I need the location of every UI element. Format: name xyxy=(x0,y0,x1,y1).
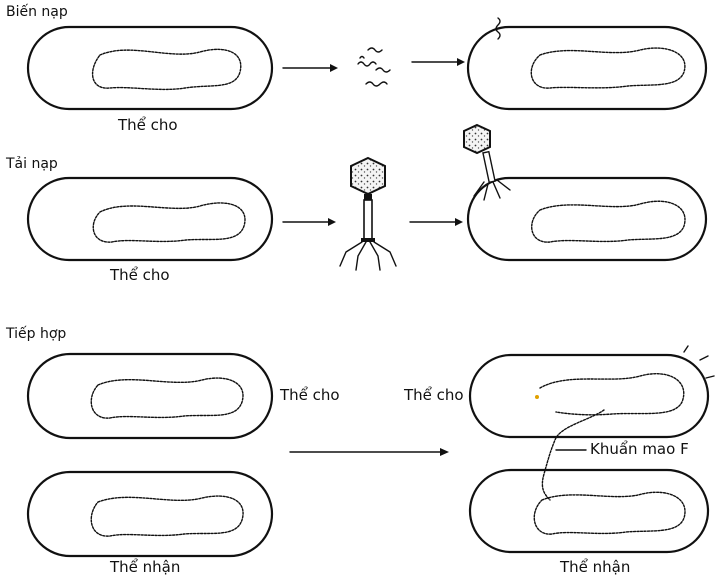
arrow-transformation-1 xyxy=(283,64,338,72)
chromosome-donor-conjugation-right xyxy=(540,374,684,415)
donor-label-conjugation-right: Thể cho xyxy=(404,386,464,404)
donor-cell-conjugation-left xyxy=(28,354,272,438)
section-title-conjugation: Tiếp hợp xyxy=(6,326,66,342)
recipient-cell-conjugation-right xyxy=(470,470,708,552)
recipient-cell-transformation xyxy=(468,27,706,109)
chromosome-donor-transduction xyxy=(93,203,245,242)
arrow-conjugation xyxy=(290,448,449,456)
donor-cell-transduction xyxy=(28,178,272,260)
pilus-label: Khuẩn mao F xyxy=(590,440,689,458)
arrow-transformation-2 xyxy=(412,58,465,66)
chromosome-donor-conjugation-left xyxy=(91,378,243,418)
section-title-transformation: Biến nạp xyxy=(6,4,68,20)
donor-label-transduction: Thể cho xyxy=(110,266,170,284)
attached-phage-icon xyxy=(464,125,510,200)
origin-dot xyxy=(535,395,539,399)
donor-label-conjugation-left: Thể cho xyxy=(280,386,340,404)
arrow-transduction-1 xyxy=(283,218,336,226)
donor-cell-transformation xyxy=(28,27,272,109)
chromosome-recipient-transduction xyxy=(532,201,685,242)
chromosome-recipient-conjugation-left xyxy=(91,496,243,536)
chromosome-donor-transformation xyxy=(93,49,241,89)
chromosome-recipient-transformation xyxy=(531,48,685,88)
bacteriophage-icon xyxy=(340,158,396,270)
donor-label-transformation: Thể cho xyxy=(118,116,178,134)
recipient-cell-transduction xyxy=(468,178,706,260)
arrow-transduction-2 xyxy=(410,218,463,226)
chromosome-recipient-conjugation-right xyxy=(534,492,685,534)
dna-fragments xyxy=(358,48,390,86)
recipient-label-conjugation-right: Thể nhận xyxy=(560,558,630,576)
donor-cell-conjugation-right xyxy=(470,355,708,437)
recipient-label-conjugation-left: Thể nhận xyxy=(110,558,180,576)
recipient-cell-conjugation-left xyxy=(28,472,272,556)
section-title-transduction: Tải nạp xyxy=(6,156,58,172)
